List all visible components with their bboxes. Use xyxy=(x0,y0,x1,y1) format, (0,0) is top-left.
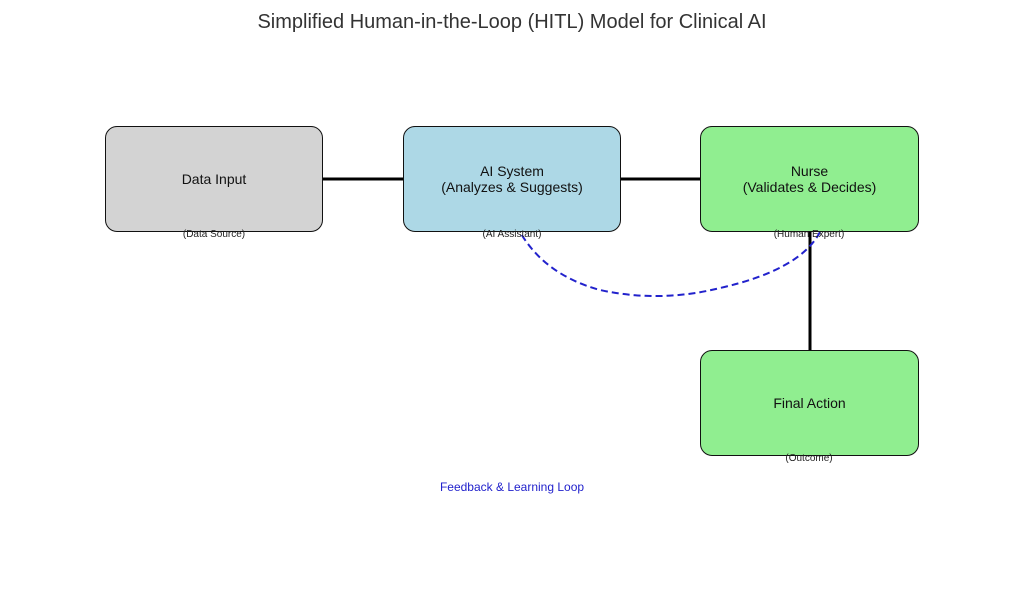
node-ai-system-label: AI System (Analyzes & Suggests) xyxy=(441,163,583,195)
node-final-action-sublabel: (Outcome) xyxy=(785,453,833,464)
node-data-input-label: Data Input xyxy=(181,171,247,187)
node-nurse-label: Nurse (Validates & Decides) xyxy=(742,163,877,195)
feedback-loop-label: Feedback & Learning Loop xyxy=(439,480,585,494)
node-ai-system: AI System (Analyzes & Suggests) xyxy=(403,126,621,232)
node-nurse: Nurse (Validates & Decides) xyxy=(700,126,919,232)
feedback-loop-curve xyxy=(519,231,821,297)
node-nurse-sublabel: (Human Expert) xyxy=(773,229,845,240)
node-ai-system-sublabel: (AI Assistant) xyxy=(482,229,542,240)
node-final-action: Final Action xyxy=(700,350,919,456)
node-final-action-label: Final Action xyxy=(773,395,846,411)
diagram-title: Simplified Human-in-the-Loop (HITL) Mode… xyxy=(257,11,767,33)
node-data-input: Data Input xyxy=(105,126,323,232)
node-data-input-sublabel: (Data Source) xyxy=(182,229,246,240)
